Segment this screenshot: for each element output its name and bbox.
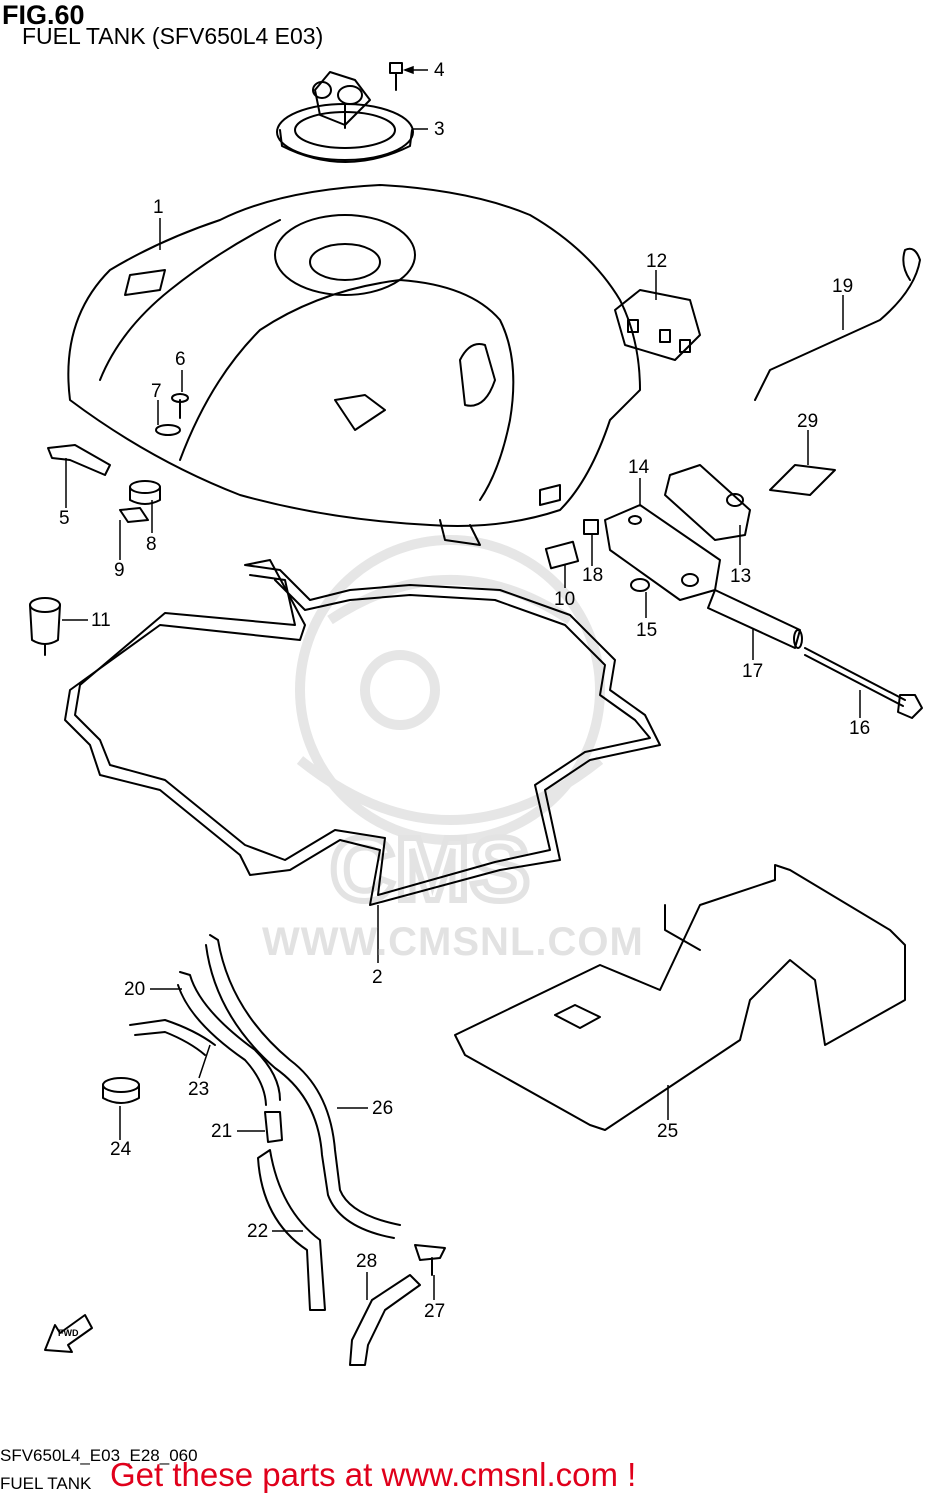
- part-callout[interactable]: 5: [59, 508, 70, 529]
- part-callout[interactable]: 2: [372, 967, 383, 988]
- fwd-arrow-icon: [44, 1314, 93, 1353]
- part-callout[interactable]: 20: [124, 979, 146, 1000]
- part-callout[interactable]: 26: [372, 1098, 394, 1119]
- drawing-name: FUEL TANK: [0, 1474, 92, 1493]
- watermark-text: WWW.CMSNL.COM: [262, 920, 644, 964]
- part-callout[interactable]: 10: [554, 589, 576, 610]
- hinge-part-13: [664, 464, 751, 541]
- part-callout[interactable]: 8: [146, 534, 157, 555]
- rod-part-19: [754, 247, 921, 401]
- bracket-part-5: [47, 444, 111, 476]
- fwd-badge: FWD: [58, 1328, 79, 1338]
- collar-part-17: [707, 589, 803, 649]
- nut-part-18: [583, 519, 599, 535]
- part-callout[interactable]: 23: [188, 1079, 210, 1100]
- shield-part-25: [454, 864, 906, 1131]
- part-callout[interactable]: 13: [730, 566, 752, 587]
- fuel-tank-part-1: [67, 184, 641, 546]
- collar-part-9: [119, 507, 149, 523]
- grommet-part-24: [102, 1077, 140, 1104]
- washer-part-7: [155, 424, 181, 436]
- part-callout[interactable]: 12: [646, 251, 668, 272]
- part-callout[interactable]: 14: [628, 457, 650, 478]
- seal-part-2: [64, 559, 661, 906]
- part-callout[interactable]: 28: [356, 1251, 378, 1272]
- part-callout[interactable]: 24: [110, 1139, 132, 1160]
- figure-title: FIG.60: [2, 0, 85, 30]
- part-callout[interactable]: 7: [151, 381, 162, 402]
- fuel-cap-part-3: [276, 71, 414, 163]
- fitting-part-21: [264, 1111, 283, 1143]
- hose-part-22: [257, 1149, 326, 1311]
- part-callout[interactable]: 15: [636, 620, 658, 641]
- part-callout[interactable]: 27: [424, 1301, 446, 1322]
- part-callout[interactable]: 11: [91, 610, 111, 631]
- part-callout[interactable]: 4: [434, 60, 445, 81]
- plate-part-12: [614, 289, 701, 361]
- nut-part-15: [630, 578, 650, 592]
- part-callout[interactable]: 17: [742, 661, 764, 682]
- part-callout[interactable]: 3: [434, 119, 445, 140]
- part-callout[interactable]: 22: [247, 1221, 269, 1242]
- cushion-part-11: [29, 597, 61, 656]
- hose-part-28: [349, 1274, 421, 1366]
- part-callout[interactable]: 1: [153, 197, 164, 218]
- clip-part-10: [544, 540, 580, 570]
- bolt-part-4: [389, 62, 403, 91]
- screw-part-6: [171, 393, 189, 419]
- hinge-bracket-part-14: [604, 504, 721, 601]
- part-callout[interactable]: 25: [657, 1121, 679, 1142]
- bolt-part-16: [804, 647, 923, 719]
- part-callout[interactable]: 18: [582, 565, 604, 586]
- part-callout[interactable]: 6: [175, 349, 186, 370]
- part-callout[interactable]: 19: [832, 276, 854, 297]
- part-callout[interactable]: 21: [211, 1121, 233, 1142]
- fitting-part-27: [414, 1244, 446, 1276]
- promo-link[interactable]: Get these parts at www.cmsnl.com !: [110, 1456, 637, 1493]
- part-callout[interactable]: 29: [797, 411, 819, 432]
- leader-lines: [62, 65, 861, 1300]
- hose-part-20: [177, 971, 281, 1106]
- part-callout[interactable]: 9: [114, 560, 125, 581]
- hose-part-23: [129, 1019, 216, 1056]
- figure-subtitle: FUEL TANK (SFV650L4 E03): [22, 23, 324, 49]
- hose-part-26: [205, 934, 401, 1239]
- watermark-logo: [295, 535, 605, 845]
- part-callout[interactable]: 16: [849, 718, 871, 739]
- cushion-part-8: [129, 480, 161, 505]
- drawing-code: SFV650L4_E03_E28_060: [0, 1446, 198, 1465]
- pad-part-29: [769, 464, 836, 496]
